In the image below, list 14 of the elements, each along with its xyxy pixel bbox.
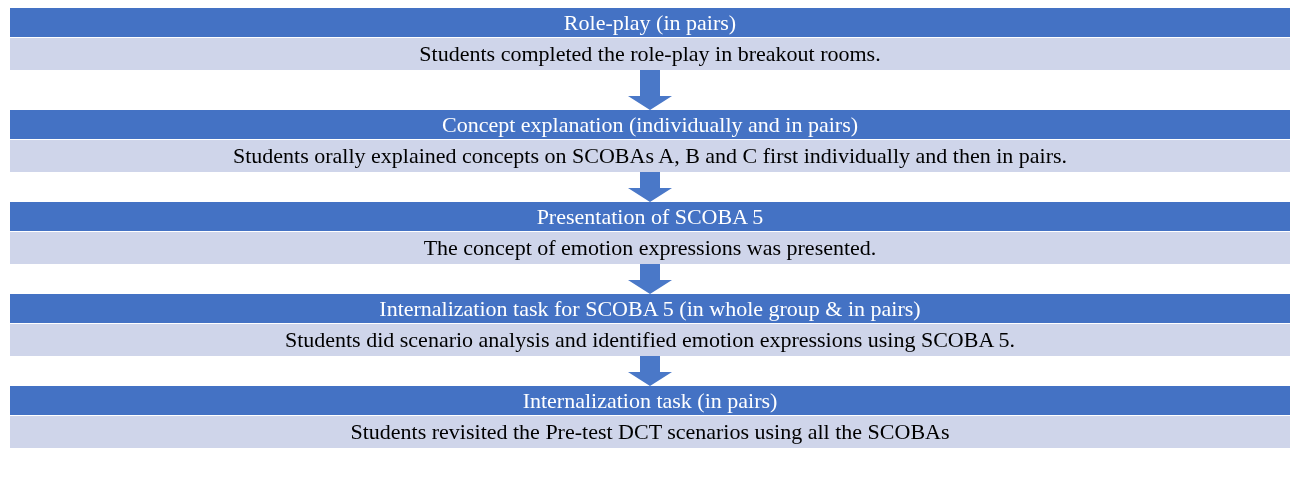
step-description: Students did scenario analysis and identified emotion expressions using SCOBA 5.	[10, 324, 1290, 356]
step-description: The concept of emotion expressions was presented.	[10, 232, 1290, 264]
step-heading: Concept explanation (individually and in pairs)	[10, 110, 1290, 140]
down-arrow	[628, 70, 672, 110]
step-description: Students revisited the Pre-test DCT scenarios using all the SCOBAs	[10, 416, 1290, 448]
step-description: Students completed the role-play in breakout rooms.	[10, 38, 1290, 70]
step-heading: Internalization task for SCOBA 5 (in whole group & in pairs)	[10, 294, 1290, 324]
down-arrow	[628, 356, 672, 386]
step-description: Students orally explained concepts on SCOBAs A, B and C first individually and then in pairs.	[10, 140, 1290, 172]
down-arrow	[628, 264, 672, 294]
step-heading: Role-play (in pairs)	[10, 8, 1290, 38]
down-arrow	[628, 172, 672, 202]
step-heading: Internalization task (in pairs)	[10, 386, 1290, 416]
step-heading: Presentation of SCOBA 5	[10, 202, 1290, 232]
